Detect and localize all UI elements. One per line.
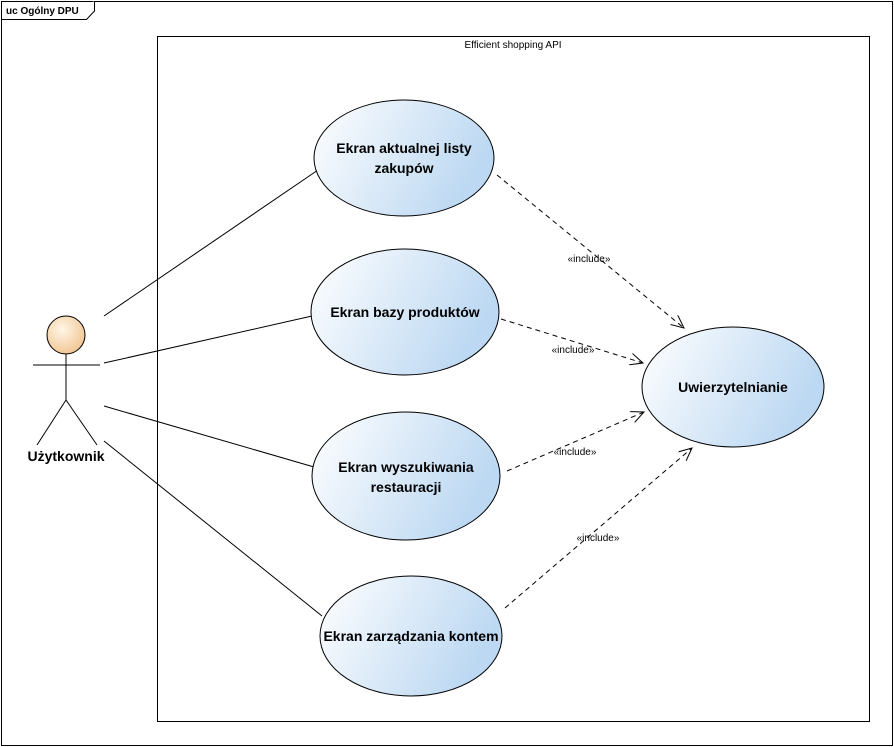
association-restaurant-search [103,405,315,468]
include-label-2: «include» [552,345,595,356]
use-case-label-line1: Ekran wyszukiwania [338,459,474,475]
system-name: Efficient shopping API [464,40,561,51]
use-case-authentication[interactable]: Uwierzytelnianie [641,326,825,448]
use-case-shopping-list[interactable]: Ekran aktualnej listy zakupów [313,99,495,217]
use-case-ellipse [313,99,495,217]
include-label-3: «include» [554,447,597,458]
use-case-label-line1: Uwierzytelnianie [678,379,788,395]
association-shopping-list [103,169,319,317]
include-dependencies [496,174,692,609]
include-arrow-2 [500,318,643,363]
associations [103,169,323,617]
use-case-ellipse [311,411,501,541]
include-arrow-1 [496,174,684,328]
include-label-4: «include» [577,533,620,544]
use-case-label-line1: Ekran bazy produktów [330,304,479,320]
association-account-mgmt [103,440,323,617]
frame-label: uc Ogólny DPU [6,6,79,17]
actor-left-leg [36,399,67,446]
use-case-label-line1: Ekran zarządzania kontem [323,628,498,644]
actor-uzytkownik[interactable] [33,315,100,446]
use-case-label-line2: zakupów [374,160,433,176]
use-case-ellipse [310,248,500,376]
include-arrow-3 [506,412,644,472]
use-case-ellipse [641,326,825,448]
association-product-db [103,315,313,364]
use-case-label-line1: Ekran aktualnej listy [336,140,472,156]
use-case-restaurant-search[interactable]: Ekran wyszukiwania restauracji [311,411,501,541]
system-boundary: Efficient shopping API [157,36,870,722]
use-case-ellipse [319,575,503,697]
use-case-account-mgmt[interactable]: Ekran zarządzania kontem [319,575,503,697]
include-labels: «include» «include» «include» «include» [552,254,620,544]
actor-name: Użytkownik [27,448,104,464]
include-label-1: «include» [568,254,611,265]
actor-right-leg [65,399,98,446]
actor-head [46,315,86,355]
use-case-product-db[interactable]: Ekran bazy produktów [310,248,500,376]
use-case-label-line2: restauracji [371,479,442,495]
